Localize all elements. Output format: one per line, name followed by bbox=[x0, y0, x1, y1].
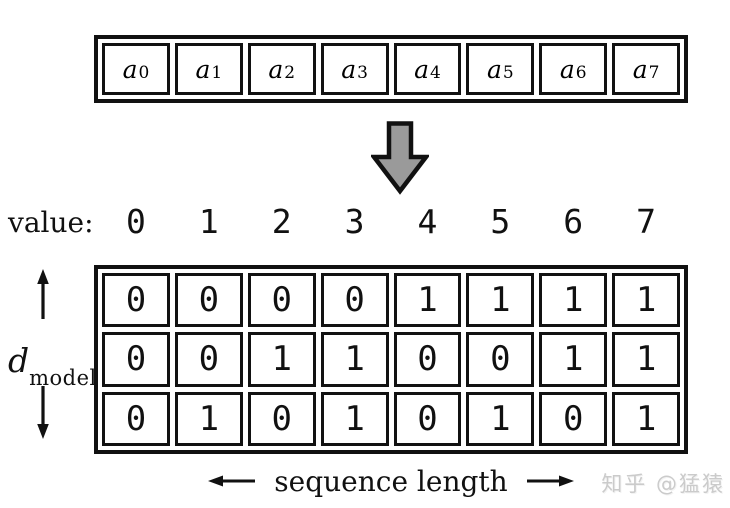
matrix-cell: 1 bbox=[320, 391, 389, 446]
token-base: a bbox=[486, 54, 502, 84]
matrix-cell: 0 bbox=[247, 273, 316, 328]
value-row-label: value: bbox=[8, 206, 94, 239]
matrix-cell: 0 bbox=[393, 332, 462, 387]
sequence-length-axis: sequence length bbox=[94, 461, 688, 501]
matrix-cell: 1 bbox=[539, 332, 608, 387]
dmodel-base: d bbox=[8, 341, 30, 380]
matrix-cell: 0 bbox=[102, 332, 170, 387]
token-base: a bbox=[341, 54, 357, 84]
sequence-length-label: sequence length bbox=[274, 464, 508, 498]
matrix-cell: 1 bbox=[466, 273, 535, 328]
value-number: 5 bbox=[490, 202, 511, 241]
value-number: 4 bbox=[417, 202, 438, 241]
token-base: a bbox=[559, 54, 575, 84]
matrix-cell: 1 bbox=[393, 273, 462, 328]
value-number: 0 bbox=[126, 202, 146, 241]
matrix-cell: 1 bbox=[612, 332, 680, 387]
matrix-cell: 1 bbox=[466, 391, 535, 446]
matrix-cell: 1 bbox=[174, 391, 243, 446]
matrix-cell: 1 bbox=[612, 391, 680, 446]
dmodel-sub: model bbox=[29, 365, 97, 390]
token-base: a bbox=[122, 54, 138, 84]
matrix-cell: 0 bbox=[174, 273, 243, 328]
token-base: a bbox=[632, 54, 648, 84]
matrix-cell: 0 bbox=[247, 391, 316, 446]
matrix-cell: 0 bbox=[393, 391, 462, 446]
value-number: 6 bbox=[563, 202, 584, 241]
matrix-cell: 1 bbox=[539, 273, 608, 328]
token-base: a bbox=[268, 54, 284, 84]
matrix-cell: 0 bbox=[102, 391, 170, 446]
value-number: 3 bbox=[344, 202, 365, 241]
up-arrow-icon bbox=[37, 269, 49, 319]
binary-matrix: 0 0 0 0 1 1 1 1 0 0 1 1 0 0 1 1 0 1 0 1 … bbox=[94, 265, 688, 454]
matrix-cell: 1 bbox=[320, 332, 389, 387]
zhihu-watermark: 知乎 @猛猿 bbox=[601, 472, 725, 496]
dmodel-label: dmodel bbox=[8, 341, 96, 388]
token-base: a bbox=[414, 54, 429, 84]
left-arrow-icon bbox=[208, 475, 256, 487]
matrix-cell: 1 bbox=[612, 273, 680, 328]
matrix-cell: 0 bbox=[102, 273, 170, 328]
right-arrow-icon bbox=[526, 475, 574, 487]
down-arrow-icon bbox=[371, 121, 429, 195]
down-axis-arrow-icon bbox=[37, 386, 49, 439]
matrix-cell: 0 bbox=[539, 391, 608, 446]
value-number: 1 bbox=[198, 202, 219, 241]
matrix-cell: 0 bbox=[320, 273, 389, 328]
matrix-cell: 1 bbox=[247, 332, 316, 387]
value-row: 0 1 2 3 4 5 6 7 bbox=[102, 203, 680, 241]
matrix-cell: 0 bbox=[174, 332, 243, 387]
value-number: 7 bbox=[636, 202, 656, 241]
value-number: 2 bbox=[271, 202, 292, 241]
token-base: a bbox=[195, 54, 211, 84]
matrix-cell: 0 bbox=[466, 332, 535, 387]
